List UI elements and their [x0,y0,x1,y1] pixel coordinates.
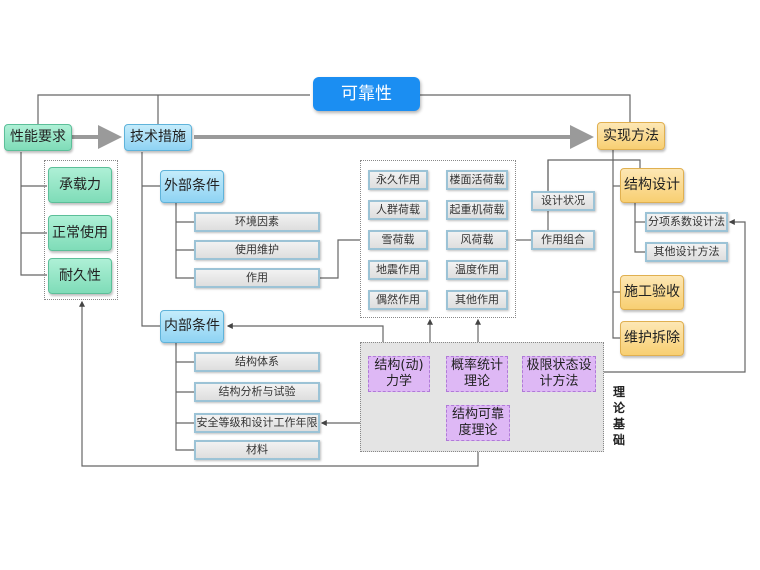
action-combination-node[interactable]: 作用组合 [531,230,595,250]
action-crane-load[interactable]: 起重机荷载 [446,200,508,220]
performance-group [44,160,118,300]
reliability-theory-node[interactable]: 结构可靠度理论 [446,405,510,441]
limit-state-method-node[interactable]: 极限状态设计方法 [522,356,596,392]
internal-item-safety-class[interactable]: 安全等级和设计工作年限 [194,413,320,433]
structural-design-node[interactable]: 结构设计 [620,168,684,203]
action-permanent[interactable]: 永久作用 [368,170,428,190]
bearing-capacity-node[interactable]: 承载力 [48,167,112,203]
performance-requirements-node[interactable]: 性能要求 [4,124,72,151]
action-wind-load[interactable]: 风荷载 [446,230,508,250]
action-seismic[interactable]: 地震作用 [368,260,428,280]
theory-basis-label: 理论基础 [612,385,625,447]
serviceability-node[interactable]: 正常使用 [48,215,112,251]
action-snow-load[interactable]: 雪荷载 [368,230,428,250]
implementation-methods-node[interactable]: 实现方法 [597,122,665,150]
external-item-action[interactable]: 作用 [194,268,320,288]
internal-item-analysis-testing[interactable]: 结构分析与试验 [194,382,320,402]
internal-conditions-node[interactable]: 内部条件 [160,310,224,343]
other-design-methods-node[interactable]: 其他设计方法 [645,242,728,262]
action-floor-live-load[interactable]: 楼面活荷载 [446,170,508,190]
external-item-environment[interactable]: 环境因素 [194,212,320,232]
external-conditions-node[interactable]: 外部条件 [160,170,224,203]
actions-group [360,160,516,318]
design-situation-node[interactable]: 设计状况 [531,191,595,211]
structural-mechanics-node[interactable]: 结构(动)力学 [368,356,430,392]
internal-item-structural-system[interactable]: 结构体系 [194,352,320,372]
technical-measures-node[interactable]: 技术措施 [124,124,192,151]
construction-acceptance-node[interactable]: 施工验收 [620,275,684,310]
external-item-maintenance[interactable]: 使用维护 [194,240,320,260]
action-other[interactable]: 其他作用 [446,290,508,310]
action-crowd-load[interactable]: 人群荷载 [368,200,428,220]
internal-item-material[interactable]: 材料 [194,440,320,460]
probability-statistics-node[interactable]: 概率统计理论 [446,356,508,392]
reliability-title[interactable]: 可靠性 [313,77,420,111]
action-temperature[interactable]: 温度作用 [446,260,508,280]
partial-factor-method-node[interactable]: 分项系数设计法 [645,212,728,232]
durability-node[interactable]: 耐久性 [48,258,112,294]
action-accidental[interactable]: 偶然作用 [368,290,428,310]
maintenance-demolition-node[interactable]: 维护拆除 [620,321,684,356]
